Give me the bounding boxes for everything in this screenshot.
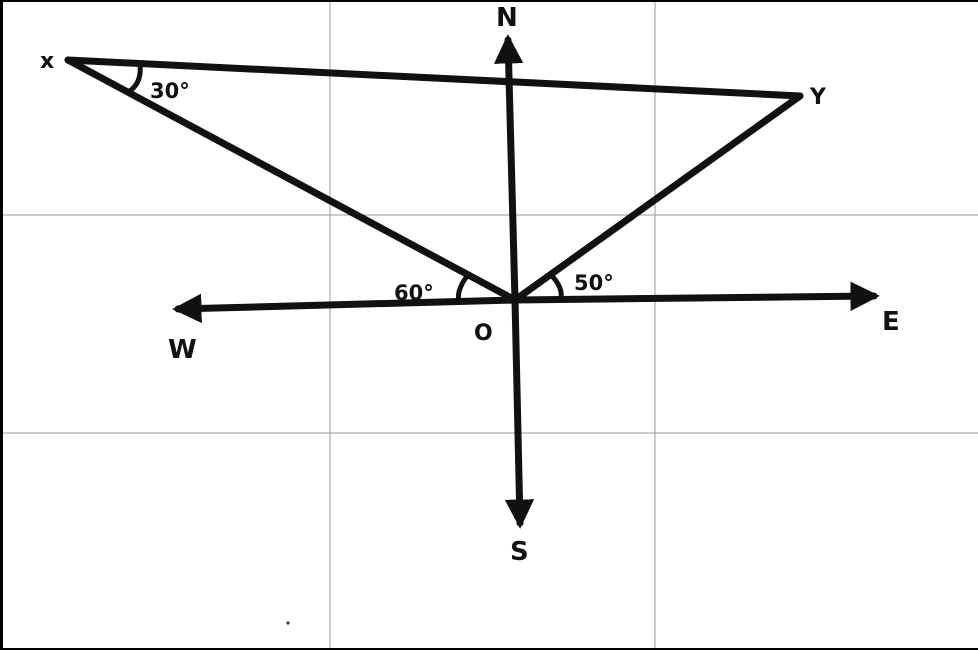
segment-xo: [64, 56, 519, 304]
direction-label-south: S: [510, 537, 529, 567]
triangle-xoy: [64, 56, 804, 304]
angle-label-east-oy: 50°: [574, 271, 614, 295]
east-arrow: [511, 281, 880, 311]
angle-arc-west-ox: [455, 273, 470, 303]
point-label-o: O: [474, 321, 493, 346]
segment-oy: [511, 92, 804, 304]
segment-xy: [64, 56, 804, 100]
angle-arc-at-x: [126, 63, 143, 95]
grid-lines: [3, 2, 978, 648]
direction-label-east: E: [882, 307, 900, 337]
direction-label-north: N: [496, 3, 518, 33]
angle-label-west-ox: 60°: [394, 281, 434, 305]
point-label-y: Y: [809, 85, 827, 110]
angle-arc-east-oy: [549, 273, 564, 300]
point-label-x: x: [40, 49, 54, 74]
direction-label-west: W: [168, 335, 197, 365]
stray-mark: [286, 621, 290, 625]
angle-label-at-x: 30°: [150, 79, 190, 103]
angle-arcs: [126, 63, 564, 303]
south-arrow: [504, 296, 535, 529]
